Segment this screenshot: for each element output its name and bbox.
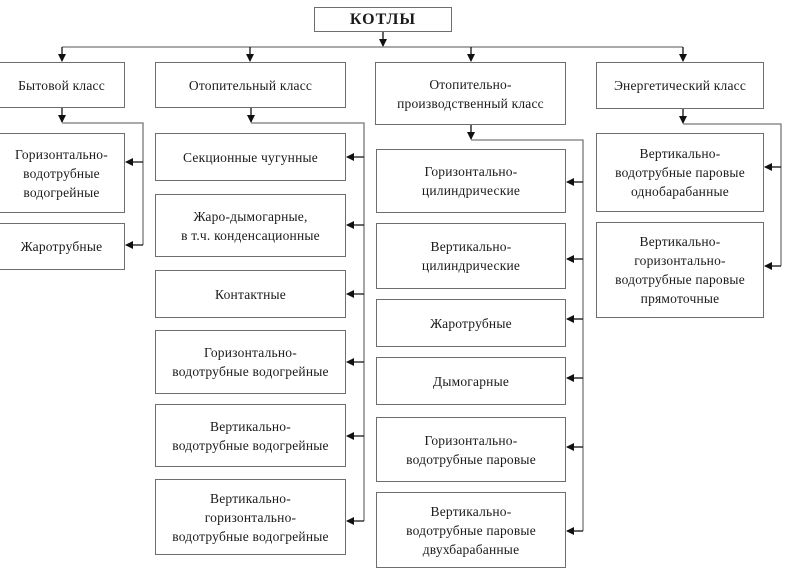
class-node-heating: Отопительный класс [155, 62, 346, 108]
type-node: Горизонтально- водотрубные паровые [376, 417, 566, 482]
col1-spine [62, 122, 144, 245]
type-node: Секционные чугунные [155, 133, 346, 181]
col4-spine [683, 123, 782, 266]
root-node: КОТЛЫ [314, 7, 452, 32]
type-node: Вертикально- водотрубные паровые однобар… [596, 133, 764, 212]
type-node: Горизонтально- цилиндрические [376, 149, 566, 213]
type-node: Вертикально- цилиндрические [376, 223, 566, 289]
col3-spine [471, 139, 584, 531]
type-node: Контактные [155, 270, 346, 318]
class-node-household: Бытовой класс [0, 62, 125, 108]
type-node: Дымогарные [376, 357, 566, 405]
class-node-heating-industrial: Отопительно- производственный класс [375, 62, 566, 125]
type-node: Жаротрубные [0, 223, 125, 270]
type-node: Вертикально- горизонтально- водотрубные … [155, 479, 346, 555]
type-node: Горизонтально- водотрубные водогрейные [155, 330, 346, 394]
type-node: Горизонтально- водотрубные водогрейные [0, 133, 125, 213]
type-node: Вертикально- водотрубные паровые двухбар… [376, 492, 566, 568]
type-node: Вертикально- горизонтально- водотрубные … [596, 222, 764, 318]
class-node-energy: Энергетический класс [596, 62, 764, 109]
col2-spine [251, 122, 365, 521]
type-node: Жаро-дымогарные, в т.ч. конденсационные [155, 194, 346, 257]
type-node: Вертикально- водотрубные водогрейные [155, 404, 346, 467]
type-node: Жаротрубные [376, 299, 566, 347]
